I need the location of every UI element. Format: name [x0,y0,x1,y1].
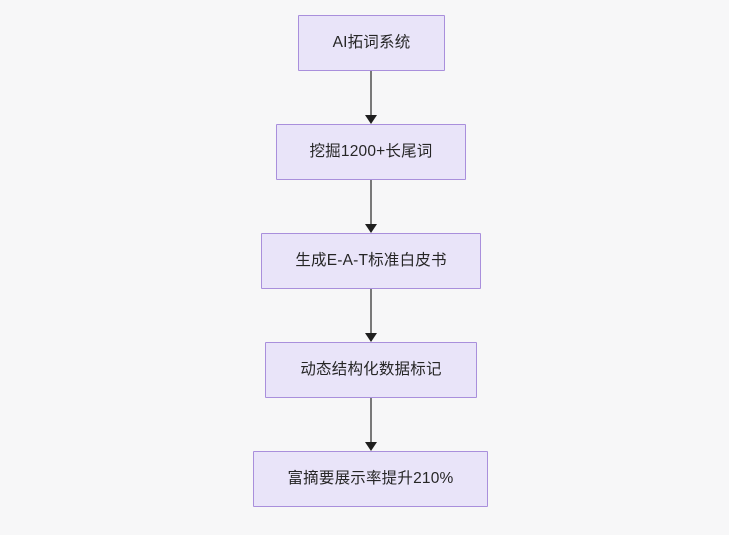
flow-node-n2[interactable]: 挖掘1200+长尾词 [276,124,466,180]
flow-node-n3[interactable]: 生成E-A-T标准白皮书 [261,233,481,289]
flow-edge-n4-to-n5 [365,398,377,451]
flow-edge-n2-to-n3 [365,180,377,233]
flow-node-label: 动态结构化数据标记 [300,360,442,378]
arrowhead-icon [365,333,377,342]
flow-edge-n1-to-n2 [365,71,377,124]
arrowhead-icon [365,442,377,451]
flow-node-label: 挖掘1200+长尾词 [309,142,433,160]
arrowhead-icon [365,224,377,233]
flow-node-label: 生成E-A-T标准白皮书 [295,251,447,269]
flow-node-label: 富摘要展示率提升210% [287,469,454,487]
flow-node-label: AI拓词系统 [332,33,411,51]
flow-node-n5[interactable]: 富摘要展示率提升210% [253,451,488,507]
flow-node-n1[interactable]: AI拓词系统 [298,15,445,71]
arrowhead-icon [365,115,377,124]
flow-node-n4[interactable]: 动态结构化数据标记 [265,342,477,398]
flow-edge-n3-to-n4 [365,289,377,342]
